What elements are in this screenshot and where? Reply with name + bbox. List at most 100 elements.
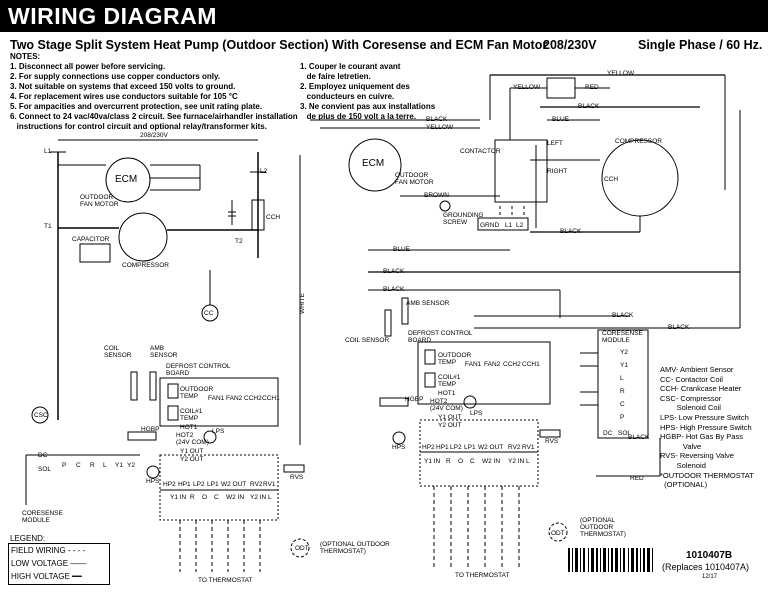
left-term-bot: O <box>202 494 208 501</box>
left-amb-sensor-label: AMB SENSOR <box>150 345 178 359</box>
left-csc-label: CSC <box>34 412 48 419</box>
right-cs-pin: Y1 <box>620 362 628 369</box>
left-compressor-label: COMPRESSOR <box>122 262 169 269</box>
right-coresense-label: CORESENSE MODULE <box>602 330 643 344</box>
left-y1out-label: Y1 OUT <box>180 448 204 455</box>
right-grounding-label: GROUNDING SCREW <box>443 212 484 226</box>
abbr-item: AMV- Ambient Sensor <box>660 365 734 374</box>
left-coresense-label: CORESENSE MODULE <box>22 510 63 524</box>
right-right-label: RIGHT <box>547 168 568 175</box>
defrost-board-right <box>417 341 551 405</box>
right-ecm-label: ECM <box>362 158 385 169</box>
legend-low-voltage: LOW VOLTAGE —— <box>11 559 87 568</box>
note-fr-item: conducteurs en cuivre. <box>300 92 395 101</box>
right-hgbp-label: HGBP <box>405 396 424 403</box>
note-item: 2. For supply connections use copper con… <box>10 72 221 81</box>
right-term-top: W2 OUT <box>478 444 504 451</box>
terminal-block-left <box>159 454 279 521</box>
note-item: 4. For replacement wires use conductors … <box>10 92 238 101</box>
wire-brown-label: BROWN <box>424 192 449 199</box>
left-hot1-label: HOT1 <box>180 424 198 431</box>
note-item: 1. Disconnect all power before servicing… <box>10 62 166 71</box>
right-cs-pin: P <box>620 414 625 421</box>
contactor-right <box>494 139 548 203</box>
subtitle-main: Two Stage Split System Heat Pump (Outdoo… <box>10 38 548 52</box>
left-coil-sensor-label: COIL SENSOR <box>104 345 132 359</box>
abbr-item: Solenoid <box>660 460 706 470</box>
wire-black-label: BLACK <box>383 286 405 293</box>
wire-black-label: BLACK <box>628 434 650 441</box>
wire-black-label: BLACK <box>383 268 405 275</box>
header-bar: WIRING DIAGRAM <box>0 0 768 32</box>
abbr-item: HPS- High Pressure Switch <box>660 422 752 432</box>
right-cch-label: CCH <box>604 176 619 183</box>
right-term-bot: Y1 IN <box>424 458 441 465</box>
defrost-board-left <box>159 377 279 427</box>
right-coil-temp-label: COIL#1 TEMP <box>438 374 461 388</box>
legend-box: FIELD WIRING - - - - LOW VOLTAGE —— HIGH… <box>8 543 110 585</box>
note-fr-item: de plus de 150 volt a la terre. <box>300 112 417 121</box>
left-y2out-label: Y2 OUT <box>180 456 204 463</box>
right-contactor-label: CONTACTOR <box>460 148 501 155</box>
barcode <box>568 548 653 572</box>
wire-red-label: RED <box>585 84 599 91</box>
right-term-top: RV2 <box>508 444 521 451</box>
wire-yellow-label: YELLOW <box>426 124 454 131</box>
right-term-top: HP1 <box>436 444 449 451</box>
right-fan-term: FAN2 <box>484 361 501 368</box>
grnd-terminals <box>477 217 529 231</box>
hgbp-right <box>379 397 409 407</box>
left-defrost-label: DEFROST CONTROL BOARD <box>166 363 231 377</box>
grounding-screw <box>439 200 451 212</box>
right-fan-term: CCH1 <box>522 361 540 368</box>
notes-french: 1. Couper le courant avant de faire letr… <box>300 62 435 122</box>
wire-black-label: BLACK <box>668 324 690 331</box>
right-term-bot: O <box>458 458 464 465</box>
right-term-top: LP2 <box>450 444 462 451</box>
amb-sensor-left <box>149 371 157 401</box>
left-cs-pin: R <box>90 462 95 469</box>
right-lps-label: LPS <box>470 410 483 417</box>
left-cs-pin: DC <box>38 452 48 459</box>
note-fr-item: 2. Employez uniquement des <box>300 82 410 91</box>
left-term-bot: C <box>214 494 219 501</box>
abbr-item: CC- Contactor Coil <box>660 374 723 384</box>
notes-heading: NOTES: <box>10 52 41 61</box>
page-title: WIRING DIAGRAM <box>8 3 217 29</box>
right-term-top: RV1 <box>522 444 535 451</box>
right-cs-pin: Y2 <box>620 349 628 356</box>
right-odt-note: (OPTIONAL OUTDOOR THERMOSTAT) <box>580 517 626 538</box>
left-cs-pin: C <box>76 462 81 469</box>
abbr-item: CSC- Compressor <box>660 393 722 403</box>
left-cs-pin: P <box>62 462 67 469</box>
right-odt-label: ODT <box>551 530 565 537</box>
left-fan-term: CCH2 <box>244 395 262 402</box>
odt-right <box>548 522 568 542</box>
wire-black-label: BLACK <box>560 228 582 235</box>
left-hgbp-label: HGBP <box>141 426 160 433</box>
left-coil-temp-label: COIL#1 TEMP <box>180 408 203 422</box>
left-odt-note: (OPTIONAL OUTDOOR THERMOSTAT) <box>320 541 390 555</box>
right-sol-label: SOL <box>618 430 632 437</box>
wire-black-label: BLACK <box>612 312 634 319</box>
left-cs-pin: Y1 <box>115 462 123 469</box>
wire-yellow-label: YELLOW <box>513 84 541 91</box>
right-amb-sensor-label: AMB SENSOR <box>406 300 450 307</box>
right-hps-label: HPS <box>392 444 406 451</box>
right-compressor-label: COMPRESSOR <box>615 138 662 145</box>
part-replaces: (Replaces 1010407A) <box>662 562 750 572</box>
left-term-top: HP1 <box>178 481 191 488</box>
right-fan-term: CCH2 <box>503 361 521 368</box>
legend-item-label: LOW VOLTAGE <box>11 559 69 568</box>
abbreviations-list: AMV- Ambient Sensor CC- Contactor Coil C… <box>660 365 754 490</box>
right-grnd-term: GRND <box>480 222 500 229</box>
capacitor-left <box>79 243 111 263</box>
left-rvs-label: RVS <box>290 474 304 481</box>
right-y1out-label: Y1 OUT <box>438 414 462 421</box>
legend-high-voltage: HIGH VOLTAGE ━━ <box>11 572 82 581</box>
left-cc-label: CC <box>204 310 214 317</box>
right-term-top: LP1 <box>464 444 476 451</box>
subtitle-voltage: 208/230V <box>543 38 597 52</box>
wire-yellow-label: YELLOW <box>607 70 635 77</box>
left-term-top: RV1 <box>263 481 276 488</box>
